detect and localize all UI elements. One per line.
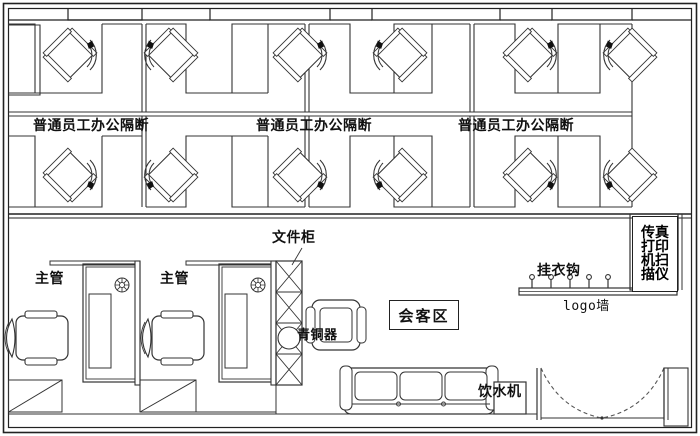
supervisor-office-2 — [139, 260, 277, 413]
supervisor-office-1 — [4, 260, 141, 413]
label-reception-area: 会客区 — [389, 300, 459, 330]
workstation — [270, 147, 328, 205]
zone-divider — [8, 213, 692, 219]
cubicle-partition-3 — [393, 23, 633, 208]
workstation — [372, 25, 430, 83]
file-cabinet — [275, 247, 303, 386]
label-logo-wall: logo墙 — [563, 299, 610, 314]
sofa — [339, 365, 499, 415]
top-wall-notches — [67, 8, 692, 21]
entrance-doors — [536, 367, 689, 427]
label-supervisor-2: 主管 — [160, 271, 189, 287]
label-cubicle-2: 普通员工办公隔断 — [256, 118, 372, 134]
label-fax-printer-scanner: 传真打印机扫描仪 — [641, 225, 669, 283]
workstation — [270, 25, 328, 83]
label-water-dispenser: 饮水机 — [478, 384, 522, 400]
label-supervisor-1: 主管 — [35, 271, 64, 287]
cubicle-partition-2 — [231, 23, 455, 208]
label-bronze-ware: 青铜器 — [297, 328, 338, 343]
workstation — [143, 25, 201, 83]
label-cubicle-1: 普通员工办公隔断 — [33, 118, 149, 134]
bottom-floor-line — [8, 385, 537, 415]
workstation — [500, 25, 558, 83]
workstation — [372, 147, 430, 205]
label-file-cabinet: 文件柜 — [272, 230, 316, 246]
workstation — [143, 147, 201, 205]
workstation — [602, 147, 660, 205]
cubicle-partition-1 — [8, 23, 232, 208]
bronze-ware-armchair — [277, 299, 367, 351]
label-cubicle-3: 普通员工办公隔断 — [458, 118, 574, 134]
label-coat-hooks: 挂衣钩 — [537, 263, 581, 279]
workstation — [40, 147, 98, 205]
workstation — [40, 25, 98, 83]
cubicle-cluster-1 — [8, 24, 41, 96]
workstation — [602, 25, 660, 83]
water-dispenser — [493, 381, 527, 415]
workstation — [500, 147, 558, 205]
